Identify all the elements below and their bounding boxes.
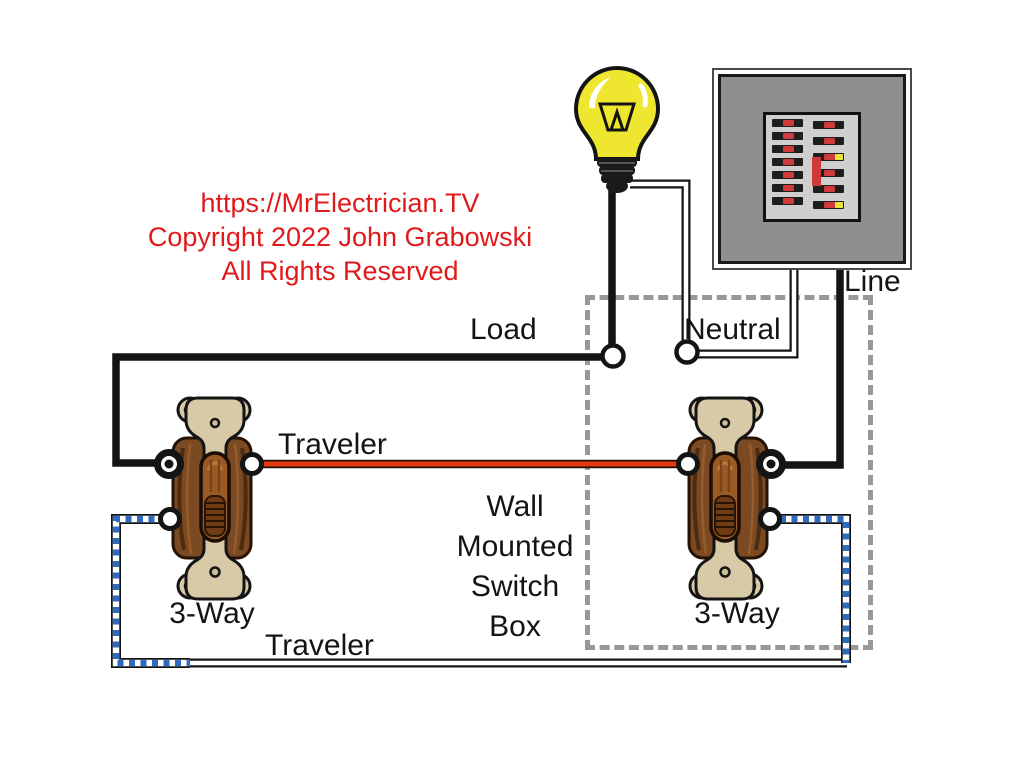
main-breaker-red — [812, 157, 821, 186]
bulb-screw-base — [597, 158, 637, 193]
breaker — [772, 145, 803, 153]
line-wire — [780, 258, 844, 469]
breaker — [772, 158, 803, 166]
three-way-switch-right — [660, 396, 790, 601]
breaker — [772, 119, 803, 127]
three-way-left-label: 3-Way — [169, 597, 255, 630]
neutral-label: Neutral — [684, 313, 781, 346]
neutral-splice-connector — [674, 339, 700, 365]
breaker — [772, 132, 803, 140]
three-way-right-label: 3-Way — [694, 597, 780, 630]
neutral-wire — [630, 179, 799, 359]
three-way-switch-left — [150, 396, 280, 601]
breaker-panel-inner — [763, 112, 861, 222]
breaker — [813, 185, 844, 193]
copyright-line-2: Copyright 2022 John Grabowski — [147, 222, 533, 252]
electrical-service-panel — [718, 74, 906, 264]
line-label: Line — [844, 265, 901, 298]
traveler-wire-blue-left — [111, 514, 190, 668]
bulb-filament — [597, 102, 637, 132]
breaker — [813, 153, 844, 161]
bulb-highlight — [589, 77, 611, 108]
breaker — [813, 169, 844, 177]
traveler-top-label: Traveler — [278, 428, 387, 461]
load-label: Load — [470, 313, 537, 346]
light-bulb-icon — [573, 65, 661, 193]
breaker — [772, 197, 803, 205]
copyright-line-1: https://MrElectrician.TV — [200, 188, 480, 218]
wall-box-label: Wall Mounted Switch Box — [456, 490, 574, 643]
traveler-wire-blue-right — [780, 514, 851, 663]
wall-switch-box-outline — [585, 295, 873, 650]
panel-breakers-left — [772, 119, 803, 210]
copyright-line-3: All Rights Reserved — [221, 256, 459, 286]
breaker — [813, 121, 844, 129]
breaker — [813, 137, 844, 145]
load-splice-connector — [600, 343, 626, 369]
breaker — [772, 171, 803, 179]
breaker — [813, 201, 844, 209]
copyright-text: https://MrElectrician.TV Copyright 2022 … — [110, 186, 570, 288]
traveler-bottom-label: Traveler — [265, 629, 374, 662]
panel-breakers-right — [813, 121, 844, 217]
breaker — [772, 184, 803, 192]
load-wire — [112, 185, 616, 467]
